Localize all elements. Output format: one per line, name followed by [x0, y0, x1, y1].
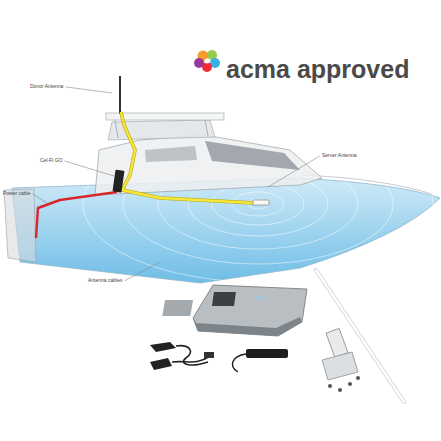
callout-label: Antenna cables	[88, 278, 122, 284]
leader-line	[65, 87, 112, 93]
hardtop-strut	[115, 120, 118, 138]
hardtop-strut	[205, 120, 208, 136]
power-accessories	[150, 342, 214, 370]
antenna-cable	[121, 112, 255, 203]
server-antenna	[253, 200, 269, 205]
callout-label: Power cable	[3, 191, 31, 197]
power-cable	[36, 192, 117, 238]
cabin	[95, 135, 322, 195]
leader-line	[124, 262, 160, 281]
callout-label: Donor Antenna	[30, 84, 63, 90]
leader-line	[268, 156, 320, 187]
donor-antenna	[119, 76, 121, 114]
panel-antenna	[232, 349, 288, 372]
stern	[4, 189, 36, 262]
leader-line	[65, 161, 115, 176]
cel-fi-unit	[113, 170, 125, 193]
acma-logo-icon	[194, 50, 220, 72]
hull	[12, 178, 440, 283]
cel-fi-product	[162, 285, 307, 336]
callout-label: Server Antenna	[322, 153, 356, 159]
antenna-cable-outline	[121, 112, 255, 203]
leader-line	[33, 194, 47, 203]
callout-label: Cel-Fi GO	[40, 158, 63, 164]
logo-text: acma approved	[226, 55, 409, 84]
leader-lines	[33, 87, 320, 281]
cabin-window	[145, 146, 197, 162]
whip-antenna	[316, 270, 404, 402]
cabin-window	[205, 141, 300, 170]
